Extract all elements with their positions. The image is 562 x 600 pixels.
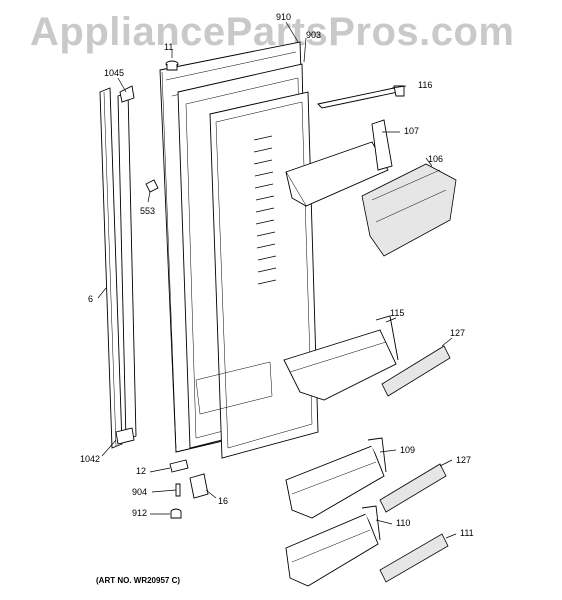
pin-904 [175, 483, 181, 497]
callout-1045: 1045 [104, 68, 125, 78]
callout-912: 912 [132, 508, 148, 518]
clip-553 [145, 179, 159, 193]
callout-12: 12 [136, 466, 147, 476]
callout-910: 910 [276, 12, 292, 22]
watermark: AppliancePartsPros.com [30, 10, 515, 54]
art-number: (ART NO. WR20957 C) [96, 576, 181, 585]
callout-111: 111 [460, 528, 474, 538]
callout-116: 116 [418, 80, 433, 90]
callout-110: 110 [396, 518, 411, 528]
bin-bar-116 [317, 85, 405, 109]
bin-front-127-lower [379, 463, 447, 513]
door-bin-110 [285, 505, 381, 587]
hinge-block-16 [189, 473, 209, 499]
hinge-bracket-12 [169, 459, 189, 473]
callout-127-lower: 127 [456, 455, 472, 465]
callout-1042: 1042 [80, 454, 101, 464]
leader-lines [97, 21, 457, 539]
callout-115: 115 [390, 308, 405, 318]
bin-front-127-upper [381, 345, 451, 397]
liner-lower-pocket [195, 361, 273, 415]
callout-106: 106 [428, 154, 444, 164]
door-gasket [209, 91, 319, 459]
bin-front-111 [379, 533, 449, 583]
callout-6: 6 [88, 294, 94, 304]
callout-107: 107 [404, 126, 420, 136]
callout-553: 553 [140, 206, 156, 216]
bushing-912 [170, 508, 182, 519]
callout-127-upper: 127 [450, 328, 466, 338]
handle-trim-strip [115, 85, 137, 445]
callout-16: 16 [218, 496, 229, 506]
bin-cover-106 [361, 163, 457, 257]
plug-11 [165, 60, 179, 71]
door-bin-107 [285, 119, 393, 207]
door-bin-115 [283, 315, 399, 401]
callout-903: 903 [306, 30, 322, 40]
door-bin-109 [285, 437, 387, 519]
liner-shelf-ribs [253, 135, 277, 285]
callout-904: 904 [132, 487, 148, 497]
callout-11: 11 [164, 42, 174, 52]
door-gasket-strip [99, 87, 123, 449]
callout-109: 109 [400, 445, 416, 455]
